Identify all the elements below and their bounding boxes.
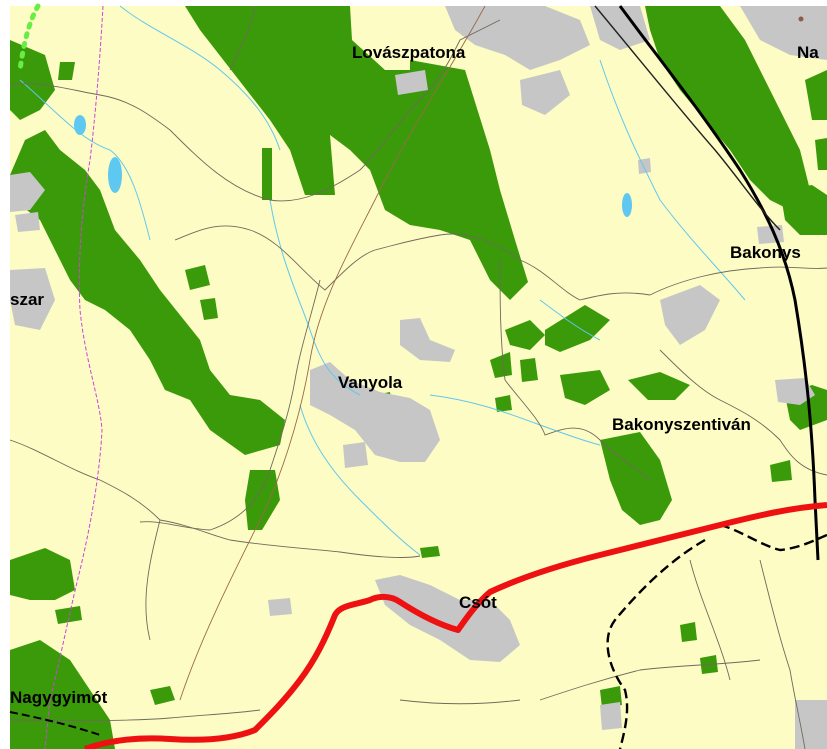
settlement-layer [10, 6, 827, 749]
forest-patch [10, 548, 75, 600]
frame-left [0, 0, 10, 749]
forest-patch [505, 320, 545, 350]
boundary-line [174, 225, 651, 301]
settlement-area [600, 702, 622, 730]
place-label-szar: szar [10, 290, 44, 309]
stream [19, 79, 151, 241]
place-label-bakonys: Bakonys [730, 243, 801, 262]
boundary-line [9, 709, 261, 721]
forest-patch [815, 138, 827, 170]
forest-patch [780, 185, 827, 235]
boundary-line [649, 266, 827, 296]
settlement-area [395, 70, 428, 95]
settlement-area [10, 172, 45, 212]
settlement-area [10, 268, 55, 330]
settlement-area [400, 318, 455, 362]
boundary-line [504, 379, 651, 481]
boundary-line [159, 519, 421, 558]
forest-patch [262, 148, 272, 200]
forest-patch [10, 40, 55, 120]
settlement-area [268, 598, 292, 616]
poi-marker [798, 16, 804, 22]
trail-layer [179, 5, 486, 701]
place-label-csot: Csót [459, 593, 497, 612]
forest-patch [805, 70, 827, 120]
boundary-line [539, 659, 761, 701]
forest-patch [545, 305, 610, 352]
forest-patch [680, 622, 697, 642]
settlement-area [445, 6, 590, 70]
forest-patch [58, 62, 75, 80]
place-label-vanyola: Vanyola [338, 373, 403, 392]
frame-top [0, 0, 827, 6]
forest-patch [490, 352, 512, 378]
place-label-na: Na [797, 43, 819, 62]
stream [299, 404, 421, 556]
boundary-line [759, 559, 806, 749]
settlement-area [638, 158, 651, 174]
route-dotted-green [17, 3, 41, 73]
main-road [83, 502, 827, 749]
settlement-area [520, 70, 570, 115]
boundary-line [145, 519, 161, 641]
boundary-line [9, 439, 161, 521]
railway-dashed [719, 523, 827, 552]
boundary-line [499, 259, 506, 381]
forest-patch [628, 372, 690, 400]
stream [599, 59, 746, 301]
settlement-area [740, 6, 827, 60]
forest-patch [420, 546, 440, 558]
forest-patch [55, 606, 82, 624]
railway-dashed [606, 538, 706, 749]
stream [269, 199, 361, 396]
stream [539, 299, 601, 341]
stream [429, 394, 601, 446]
place-label-nagygyimot: Nagygyimót [10, 688, 108, 707]
settlement-area [310, 362, 440, 462]
pond [622, 193, 632, 217]
forest-patch [600, 686, 622, 708]
settlement-area [775, 378, 815, 405]
boundary-line [9, 19, 501, 202]
settlement-area [795, 700, 827, 749]
boundary-line [229, 5, 256, 71]
boundary-line [689, 559, 731, 681]
forest-patch [185, 265, 210, 290]
settlement-area [15, 212, 40, 232]
railway-main [618, 5, 820, 561]
forest-patch [10, 640, 115, 749]
forest-patch [200, 298, 218, 320]
forest-patch [245, 470, 280, 530]
settlement-area [660, 285, 720, 345]
pond-layer [74, 115, 632, 217]
forest-patch [520, 358, 538, 382]
forest-patch [150, 686, 175, 705]
water-layer [19, 5, 746, 556]
forest-patch [10, 130, 285, 455]
forest-patch [645, 6, 810, 210]
settlement-area [375, 575, 520, 662]
railway-secondary [594, 5, 781, 231]
settlement-area [343, 442, 368, 468]
boundary-line [659, 349, 827, 476]
boundary-line [399, 699, 521, 705]
county-border [44, 5, 104, 749]
railway-layer [9, 5, 827, 749]
track [179, 5, 486, 701]
forest-patch [495, 395, 512, 412]
stream [119, 5, 281, 151]
forest-patch [770, 460, 792, 482]
place-label-bakonyszentivan: Bakonyszentiván [612, 415, 751, 434]
boundary-layer [9, 5, 827, 749]
forest-patch [560, 370, 610, 405]
label-layer: Lovászpatona Na Bakonys szar Vanyola Bak… [10, 43, 819, 707]
pond [74, 115, 86, 135]
place-label-lovaszpatona: Lovászpatona [352, 43, 466, 62]
pond [108, 157, 122, 193]
